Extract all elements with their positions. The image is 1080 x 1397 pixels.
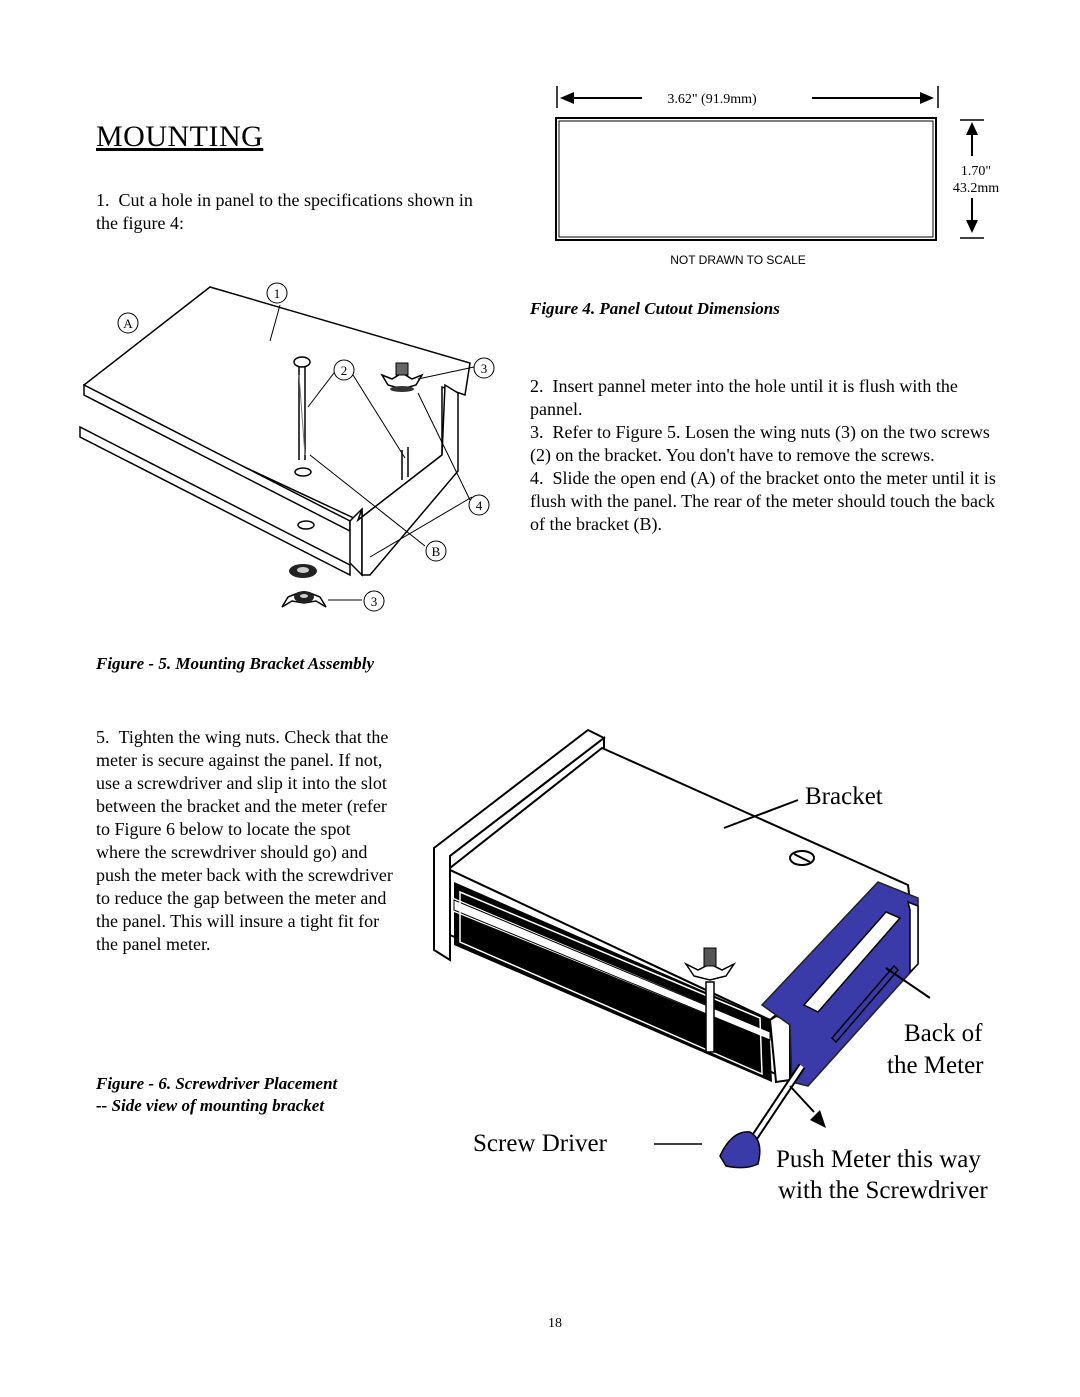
callout-3-bottom: 3: [371, 594, 378, 609]
label-screw-driver: Screw Driver: [473, 1130, 608, 1157]
arrow-up-icon: [966, 122, 978, 135]
callout-b: B: [432, 544, 441, 559]
label-bracket: Bracket: [805, 783, 883, 810]
step-5-text: 5. Tighten the wing nuts. Check that the…: [96, 727, 393, 954]
push-arrow-icon: [810, 1110, 826, 1128]
screwdriver-placement-figure: Bracket Back of the Meter Screw Driver P…: [433, 728, 988, 1204]
figure-5-caption: Figure - 5. Mounting Bracket Assembly: [96, 654, 375, 673]
screw-icon: [293, 356, 311, 460]
width-label: 3.62" (91.9mm): [667, 92, 757, 107]
washer-icon: [289, 564, 317, 578]
screwdriver-icon: [719, 1063, 806, 1169]
bottom-wing-nut-icon: [281, 591, 327, 608]
wing-nut-icon: [380, 362, 424, 392]
figure-6-caption-line-1: Figure - 6. Screwdriver Placement: [96, 1074, 338, 1093]
steps-2-4: 2. Insert pannel meter into the hole unt…: [530, 375, 1010, 536]
figure-6-caption-line-2: -- Side view of mounting bracket: [96, 1096, 325, 1115]
arrow-right-icon: [920, 92, 934, 104]
not-to-scale-note: NOT DRAWN TO SCALE: [670, 253, 806, 267]
arrow-left-icon: [560, 92, 574, 104]
screw-head-icon: [789, 850, 815, 866]
arrow-down-icon: [966, 220, 978, 233]
bracket-leader: [723, 799, 799, 829]
wing-nut-icon: [683, 947, 737, 1053]
bracket-bottom-plate: [79, 425, 351, 577]
callout-2: 2: [341, 363, 348, 378]
step-1-text: 1. Cut a hole in panel to the specificat…: [96, 190, 473, 233]
label-the-meter: the Meter: [887, 1052, 984, 1079]
callout-4: 4: [476, 498, 483, 513]
step-2-text: 2. Insert pannel meter into the hole unt…: [530, 376, 958, 419]
bracket-assembly-figure: A 1 2 3 4 B 3: [79, 282, 495, 612]
step-4-text: 4. Slide the open end (A) of the bracket…: [530, 468, 996, 534]
label-back-of: Back of: [904, 1020, 983, 1047]
callout-a: A: [123, 316, 133, 331]
panel-cutout-figure: 3.62" (91.9mm) 1.70" 43.2mm NOT DRAWN TO…: [555, 86, 999, 267]
figure-4-caption: Figure 4. Panel Cutout Dimensions: [530, 299, 780, 318]
page-number: 18: [548, 1316, 562, 1331]
callout-1: 1: [274, 286, 281, 301]
label-push-meter: Push Meter this way: [776, 1146, 981, 1173]
height-label-1: 1.70": [961, 164, 991, 179]
height-label-2: 43.2mm: [953, 181, 999, 196]
cutout-outline: [555, 117, 937, 241]
label-with-screwdriver: with the Screwdriver: [778, 1177, 988, 1204]
page-title: MOUNTING: [96, 120, 264, 153]
meter-back-leader: [885, 967, 931, 999]
step-3-text: 3. Refer to Figure 5. Losen the wing nut…: [530, 422, 990, 465]
callout-3-top: 3: [481, 361, 488, 376]
